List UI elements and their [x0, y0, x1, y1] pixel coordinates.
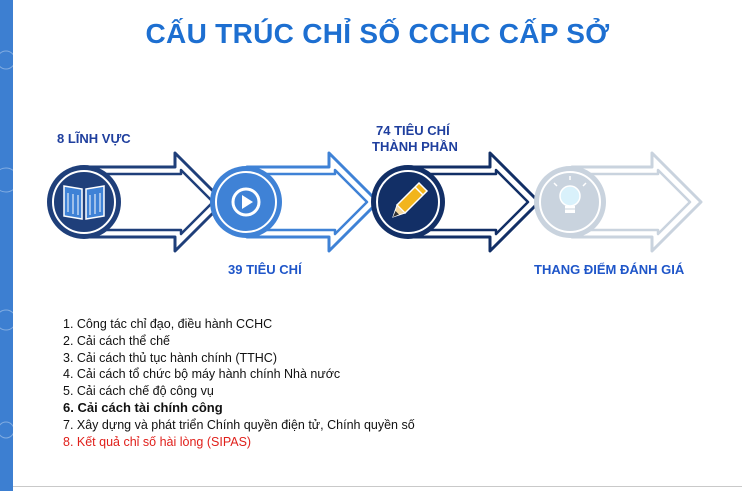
stage-2-circle — [210, 166, 282, 238]
list-item: 7. Xây dựng và phát triển Chính quyền đi… — [63, 417, 415, 432]
book-icon — [63, 185, 105, 220]
play-icon — [231, 187, 261, 217]
list-item: 5. Cải cách chế độ công vụ — [63, 384, 214, 399]
bottom-divider — [13, 486, 742, 487]
stage-1-circle — [47, 165, 121, 239]
stage-1-arrow — [83, 151, 226, 253]
stage-4-label-line: THANG ĐIỂM ĐÁNH GIÁ — [534, 262, 685, 277]
stage-2-label-line: 39 TIÊU CHÍ — [228, 262, 302, 277]
list-item: 3. Cải cách thủ tục hành chính (TTHC) — [63, 350, 277, 365]
stage-4-circle — [534, 166, 606, 238]
left-accent-stripe — [0, 0, 13, 491]
page-title: CẤU TRÚC CHỈ SỐ CCHC CẤP SỞ — [145, 18, 610, 49]
list-item: 2. Cải cách thể chế — [63, 333, 171, 348]
lightbulb-icon — [553, 176, 587, 213]
stage-3-label-line-2: THÀNH PHẦN — [372, 139, 458, 154]
stage-1-label: 8 LĨNH VỰC — [57, 131, 131, 147]
stripe-decoration — [0, 50, 13, 439]
stage-3-circle — [371, 165, 445, 239]
list-item: 1. Công tác chỉ đạo, điều hành CCHC — [63, 317, 273, 331]
stage-4-label: THANG ĐIỂM ĐÁNH GIÁ — [534, 262, 684, 278]
list-item: 4. Cải cách tổ chức bộ máy hành chính Nh… — [63, 367, 341, 382]
stage-2-label: 39 TIÊU CHÍ — [228, 262, 302, 278]
stage-3-label: 74 TIÊU CHÍ THÀNH PHẦN — [372, 123, 458, 155]
list-item: 8. Kết quả chỉ số hài lòng (SIPAS) — [63, 434, 252, 449]
stage-2-arrow — [245, 151, 380, 253]
pencil-icon — [392, 181, 429, 218]
stage-1-label-line: 8 LĨNH VỰC — [57, 131, 131, 146]
stage-3-label-line-1: 74 TIÊU CHÍ — [376, 123, 450, 138]
field-list: 1. Công tác chỉ đạo, điều hành CCHC 2. C… — [63, 316, 415, 450]
list-item: 6. Cải cách tài chính công — [63, 399, 223, 415]
